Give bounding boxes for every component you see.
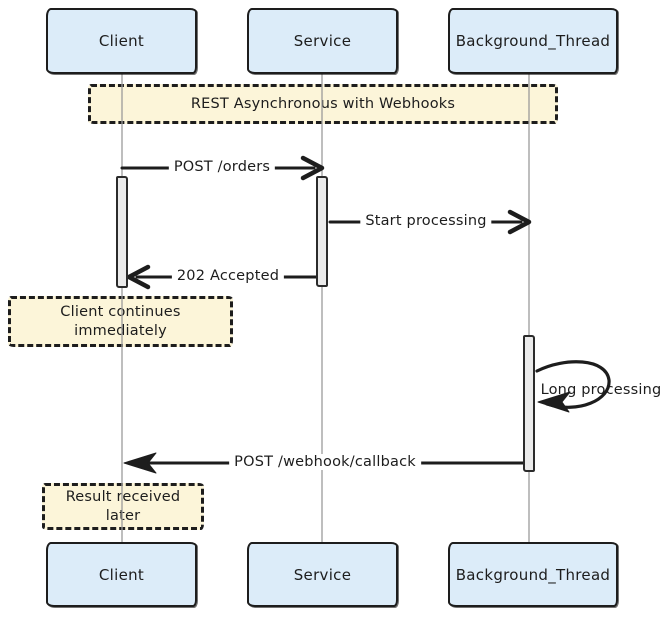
message-label-webhook-callback: POST /webhook/callback <box>229 454 421 470</box>
actor-bottom-background-thread-label: Background_Thread <box>455 565 611 584</box>
actor-top-client-label: Client <box>98 32 145 50</box>
note-client-continues-text: Client continues immediately <box>60 303 181 339</box>
message-label-start-processing: Start processing <box>360 213 492 229</box>
actor-bottom-client-label: Client <box>98 565 145 584</box>
note-title-text: REST Asynchronous with Webhooks <box>190 95 456 112</box>
actor-bottom-client: Client <box>46 542 197 607</box>
actor-top-background-thread: Background_Thread <box>448 8 618 74</box>
actor-bottom-service-label: Service <box>293 565 352 584</box>
actor-top-service: Service <box>247 8 398 74</box>
actor-bottom-background-thread: Background_Thread <box>448 542 618 607</box>
actor-top-client: Client <box>46 8 197 74</box>
note-client-continues: Client continues immediately <box>8 296 233 347</box>
note-result-received-text: Result received later <box>65 488 181 524</box>
actor-top-service-label: Service <box>293 32 352 50</box>
actor-bottom-service: Service <box>247 542 398 607</box>
message-label-long-processing: Long processing <box>540 382 662 398</box>
message-label-post-orders: POST /orders <box>168 159 276 175</box>
message-label-accepted: 202 Accepted <box>171 268 285 284</box>
note-title: REST Asynchronous with Webhooks <box>88 84 558 124</box>
actor-top-background-thread-label: Background_Thread <box>455 32 611 50</box>
note-result-received: Result received later <box>42 483 204 530</box>
